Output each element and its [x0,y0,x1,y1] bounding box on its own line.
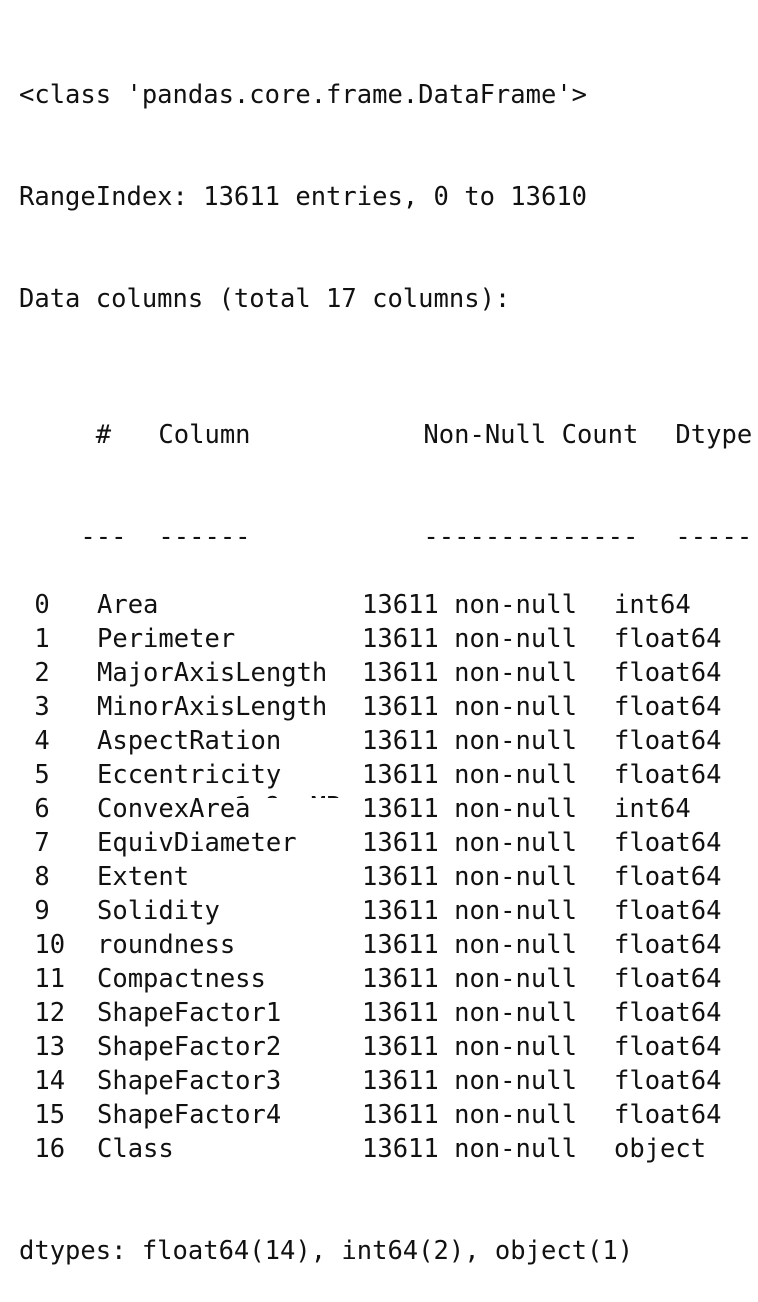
row-dtype: float64 [614,692,722,722]
row-dtype: float64 [614,930,722,960]
row-non-null-count: 13611 non-null [362,828,577,858]
range-index-line: RangeIndex: 13611 entries, 0 to 13610 [19,182,588,212]
row-non-null-count: 13611 non-null [362,1100,577,1130]
header-column: Column [158,420,251,450]
table-row: 4 AspectRation 13611 non-null float64 [19,724,758,758]
header-index: # [80,420,112,450]
row-dtype: float64 [614,624,722,654]
row-index: 10 [19,930,66,960]
row-non-null-count: 13611 non-null [362,930,577,960]
table-row: 2 MajorAxisLength 13611 non-null float64 [19,656,758,690]
header-dtype: Dtype [675,420,753,450]
class-line: <class 'pandas.core.frame.DataFrame'> [19,80,588,110]
row-non-null-count: 13611 non-null [362,726,577,756]
table-separator: ---------------------------- [19,486,758,552]
table-row: 12 ShapeFactor1 13611 non-null float64 [19,996,758,1030]
row-column-name: Compactness [97,964,266,994]
row-index: 4 [19,726,50,756]
table-row: 1 Perimeter 13611 non-null float64 [19,622,758,656]
row-non-null-count: 13611 non-null [362,794,577,824]
separator-count: -------------- [423,522,639,552]
row-non-null-count: 13611 non-null [362,590,577,620]
table-row: 13 ShapeFactor2 13611 non-null float64 [19,1030,758,1064]
table-row: 11 Compactness 13611 non-null float64 [19,962,758,996]
table-header: # Column Non-Null Count Dtype [19,384,758,450]
row-column-name: AspectRation [97,726,282,756]
row-non-null-count: 13611 non-null [362,658,577,688]
row-index: 16 [19,1134,66,1164]
memory-usage-line: memory usage: 1.8+ MB [19,790,341,798]
row-non-null-count: 13611 non-null [362,760,577,790]
row-non-null-count: 13611 non-null [362,896,577,926]
row-index: 13 [19,1032,66,1062]
row-column-name: ShapeFactor4 [97,1100,282,1130]
row-dtype: float64 [614,998,722,1028]
row-non-null-count: 13611 non-null [362,624,577,654]
dtypes-line: dtypes: float64(14), int64(2), object(1) [19,1236,634,1266]
row-column-name: Eccentricity [97,760,282,790]
row-index: 1 [19,624,50,654]
table-row: 10 roundness 13611 non-null float64 [19,928,758,962]
row-dtype: object [614,1134,707,1164]
row-index: 8 [19,862,50,892]
data-columns-line: Data columns (total 17 columns): [19,284,511,314]
row-index: 9 [19,896,50,926]
row-column-name: Area [97,590,159,620]
row-dtype: float64 [614,896,722,926]
separator-column: ------ [158,522,251,552]
row-column-name: EquivDiameter [97,828,297,858]
row-dtype: float64 [614,1032,722,1062]
row-column-name: roundness [97,930,236,960]
row-index: 5 [19,760,50,790]
table-rows: 0 Area 13611 non-null int64 1 Perimeter 13611… [19,588,758,1166]
row-column-name: Extent [97,862,190,892]
row-column-name: ShapeFactor2 [97,1032,282,1062]
table-row: 9 Solidity 13611 non-null float64 [19,894,758,928]
row-non-null-count: 13611 non-null [362,998,577,1028]
table-row: 0 Area 13611 non-null int64 [19,588,758,622]
row-dtype: int64 [614,590,691,620]
dataframe-info-output: <class 'pandas.core.frame.DataFrame'> Ra… [19,10,758,1302]
row-dtype: float64 [614,726,722,756]
row-non-null-count: 13611 non-null [362,692,577,722]
table-row: 16 Class 13611 non-null object [19,1132,758,1166]
row-index: 15 [19,1100,66,1130]
row-dtype: int64 [614,794,691,824]
row-dtype: float64 [614,862,722,892]
row-non-null-count: 13611 non-null [362,1134,577,1164]
table-row: 14 ShapeFactor3 13611 non-null float64 [19,1064,758,1098]
row-index: 11 [19,964,66,994]
row-index: 7 [19,828,50,858]
row-dtype: float64 [614,1100,722,1130]
row-non-null-count: 13611 non-null [362,1066,577,1096]
table-row: 8 Extent 13611 non-null float64 [19,860,758,894]
row-column-name: ShapeFactor3 [97,1066,282,1096]
separator-index: --- [80,522,127,552]
row-index: 3 [19,692,50,722]
row-dtype: float64 [614,658,722,688]
header-count: Non-Null Count [423,420,639,450]
row-index: 14 [19,1066,66,1096]
row-index: 12 [19,998,66,1028]
row-dtype: float64 [614,1066,722,1096]
row-column-name: Solidity [97,896,220,926]
row-column-name: MajorAxisLength [97,658,328,688]
table-row: 3 MinorAxisLength 13611 non-null float64 [19,690,758,724]
table-row: 5 Eccentricity 13611 non-null float64 [19,758,758,792]
table-row: 7 EquivDiameter 13611 non-null float64 [19,826,758,860]
row-dtype: float64 [614,760,722,790]
row-dtype: float64 [614,828,722,858]
row-dtype: float64 [614,964,722,994]
row-non-null-count: 13611 non-null [362,1032,577,1062]
row-index: 0 [19,590,50,620]
row-non-null-count: 13611 non-null [362,964,577,994]
separator-dtype: ----- [675,522,753,552]
row-column-name: Perimeter [97,624,236,654]
row-non-null-count: 13611 non-null [362,862,577,892]
row-index: 2 [19,658,50,688]
row-column-name: Class [97,1134,174,1164]
table-row: 15 ShapeFactor4 13611 non-null float64 [19,1098,758,1132]
row-column-name: ShapeFactor1 [97,998,282,1028]
row-column-name: MinorAxisLength [97,692,328,722]
